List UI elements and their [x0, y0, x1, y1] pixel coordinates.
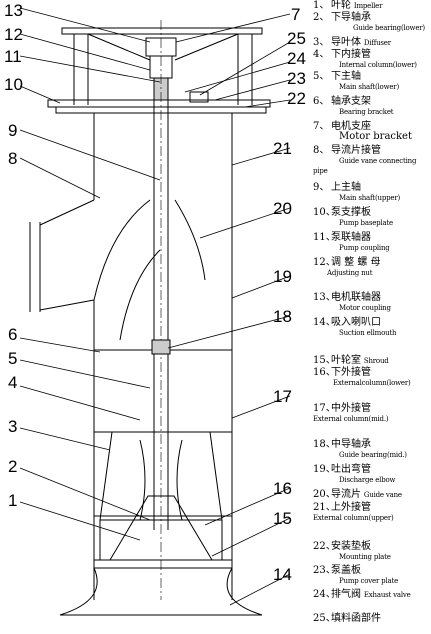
callout-4: 4 — [8, 373, 17, 392]
callout-22: 22 — [287, 89, 306, 108]
legend-item: 3、导叶体 Diffuser — [313, 37, 391, 48]
suction-bellmouth — [59, 567, 263, 616]
callout-3: 3 — [8, 417, 17, 436]
legend-item: 25、填料函部件 — [313, 613, 381, 624]
legend-item: 24、排气阀 Exhaust valve — [313, 589, 411, 600]
callout-1: 1 — [8, 491, 17, 510]
callout-24: 24 — [287, 49, 306, 68]
leader-lines — [19, 7, 291, 606]
callout-20: 20 — [273, 199, 292, 218]
callout-6: 6 — [8, 325, 17, 344]
legend-item: 15、叶轮室 Shroud — [313, 355, 389, 366]
main-shaft — [151, 20, 171, 600]
guide-vane — [174, 199, 206, 281]
callout-18: 18 — [273, 307, 292, 326]
callout-16: 16 — [273, 479, 292, 498]
callout-15: 15 — [273, 509, 292, 528]
diffuser — [99, 431, 223, 521]
pump-sectional-drawing: 13 12 11 10 9 8 6 5 4 3 2 1 7 25 24 23 2… — [4, 1, 306, 616]
callout-25: 25 — [287, 29, 306, 48]
motor-bracket — [61, 27, 263, 105]
legend-item: 20、导流片 Guide vane — [313, 489, 402, 500]
legend-item: 1、叶轮 Impeller — [313, 0, 383, 11]
shroud — [93, 559, 233, 569]
outer-column — [93, 113, 233, 600]
callout-11: 11 — [4, 47, 22, 66]
callout-7: 7 — [291, 5, 300, 24]
callout-21: 21 — [273, 139, 292, 158]
callout-14: 14 — [273, 565, 292, 584]
callout-19: 19 — [273, 267, 292, 286]
callout-10: 10 — [4, 75, 23, 94]
callout-12: 12 — [4, 25, 23, 44]
callout-23: 23 — [287, 69, 306, 88]
callout-9: 9 — [8, 121, 17, 140]
discharge-elbow — [29, 199, 161, 341]
callout-13: 13 — [4, 1, 23, 20]
callout-17: 17 — [273, 387, 292, 406]
callout-8: 8 — [8, 149, 17, 168]
callout-5: 5 — [8, 349, 17, 368]
callout-2: 2 — [8, 457, 17, 476]
